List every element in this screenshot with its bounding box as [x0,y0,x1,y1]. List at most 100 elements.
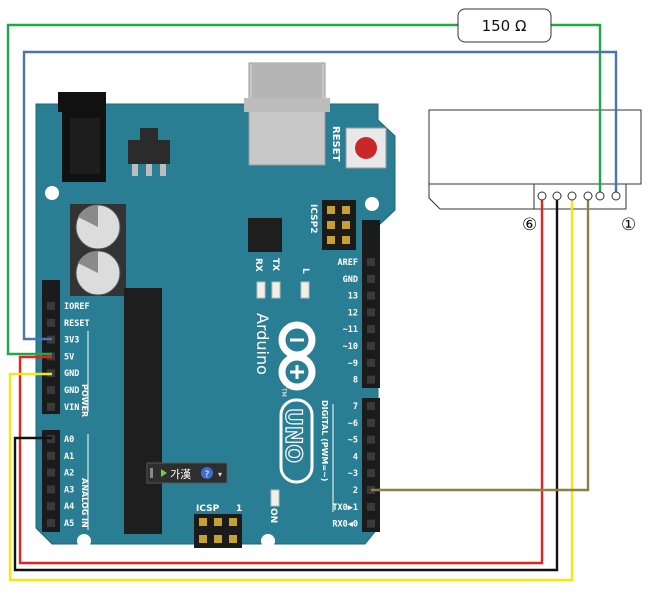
pin-label: 5V [64,352,74,362]
pin-label: ~6 [348,419,358,429]
usb-chip [248,218,282,252]
module-pin [611,191,621,201]
module-pin-1-label: ① [621,215,636,235]
reset-label: RESET [330,126,341,162]
module-pin [567,191,577,201]
wire-blue [22,50,618,341]
icsp-label: ICSP [196,504,220,514]
module-pin [552,191,562,201]
l-led [300,281,310,299]
help-icon-glyph: ? [205,470,210,480]
icsp-pin1-label: 1 [236,504,242,514]
pin-label: VIN [64,403,79,413]
tx-led-label: TX [270,258,280,271]
pin-label: 13 [348,292,358,302]
reset-button [345,127,387,169]
pin-label: AREF [338,258,358,268]
digital-header-top [362,220,380,388]
rx-led-label: RX [253,258,263,272]
arduino-board: RESET [35,62,396,548]
module-pin [595,191,605,201]
pin-label: 4 [353,452,358,462]
header-pin [47,386,55,394]
header-pin [367,418,375,427]
pin-label: GND [64,369,79,379]
pin-label: 12 [348,308,358,318]
pin-label: RX0◀0 [332,520,358,530]
l-led-label: L [300,268,310,274]
mounting-hole [77,534,91,548]
digital-top-pin-holes [367,258,375,384]
header-pin [367,308,375,317]
dc-jack [58,92,106,182]
module-pin-6-label: ⑥ [522,215,537,235]
header-pin [367,375,375,384]
icsp2-header [322,200,356,250]
usb-connector [244,62,330,166]
resistor: 150 Ω [457,8,552,43]
header-pin [367,258,375,266]
header-pin [47,468,55,477]
pin-label: A5 [64,519,74,529]
board-name: Arduino [253,313,272,375]
pin-label: ~9 [348,359,358,369]
wires [6,23,618,582]
pin-label: A2 [64,469,74,479]
header-pin [367,325,375,334]
voltage-regulator [128,128,170,176]
sensor-module [428,109,642,210]
header-pin [367,452,375,461]
capacitor [70,204,126,250]
module-pin [537,191,547,201]
chevron-down-icon[interactable]: ▾ [218,470,222,479]
header-pin [47,502,55,511]
pin-label: 7 [353,402,358,412]
header-pin [367,342,375,350]
header-pin [367,402,375,410]
uno-outline [279,398,314,484]
pin-label: 2 [353,486,358,496]
pin-label: A1 [64,452,74,462]
rx-led [256,281,266,299]
ime-widget[interactable]: 가漢 ? ▾ [146,462,228,484]
module-pins [537,191,621,201]
header-pin [367,469,375,478]
wire-green-resistor-out [551,23,602,196]
power-section-label: POWER [80,384,89,417]
ime-widget-text: 가漢 [170,468,191,481]
header-pin [47,402,55,411]
pin-label: RESET [64,319,90,329]
pin-label: A0 [64,435,74,445]
header-pin [367,358,375,367]
pin-label: ~10 [343,342,358,352]
mounting-hole [45,186,59,200]
wire-black [13,196,559,572]
header-pin [367,435,375,444]
capacitor [70,250,126,296]
digital-section-label: DIGITAL (PWM=~) [320,400,329,481]
header-pin [47,451,55,460]
pin-label: TX0▶1 [332,503,358,513]
analog-header [42,430,60,532]
pin-label: 3V3 [64,336,79,346]
mounting-hole [365,197,379,211]
resistor-label: 150 Ω [482,17,527,35]
pin-label: ~3 [348,469,358,479]
header-pin [367,502,375,511]
header-pin [47,519,55,527]
help-icon[interactable] [201,467,213,479]
header-pin [367,291,375,300]
digital-header-bottom [362,398,380,532]
header-pin [47,318,55,327]
pin-label: A4 [64,502,74,512]
pin-label: GND [343,275,358,285]
board-model: UNO [280,408,305,463]
header-pin [47,302,55,310]
analog-section-label: ANALOG IN [80,478,89,528]
tx-led [271,281,281,299]
pin-label: GND [64,386,79,396]
